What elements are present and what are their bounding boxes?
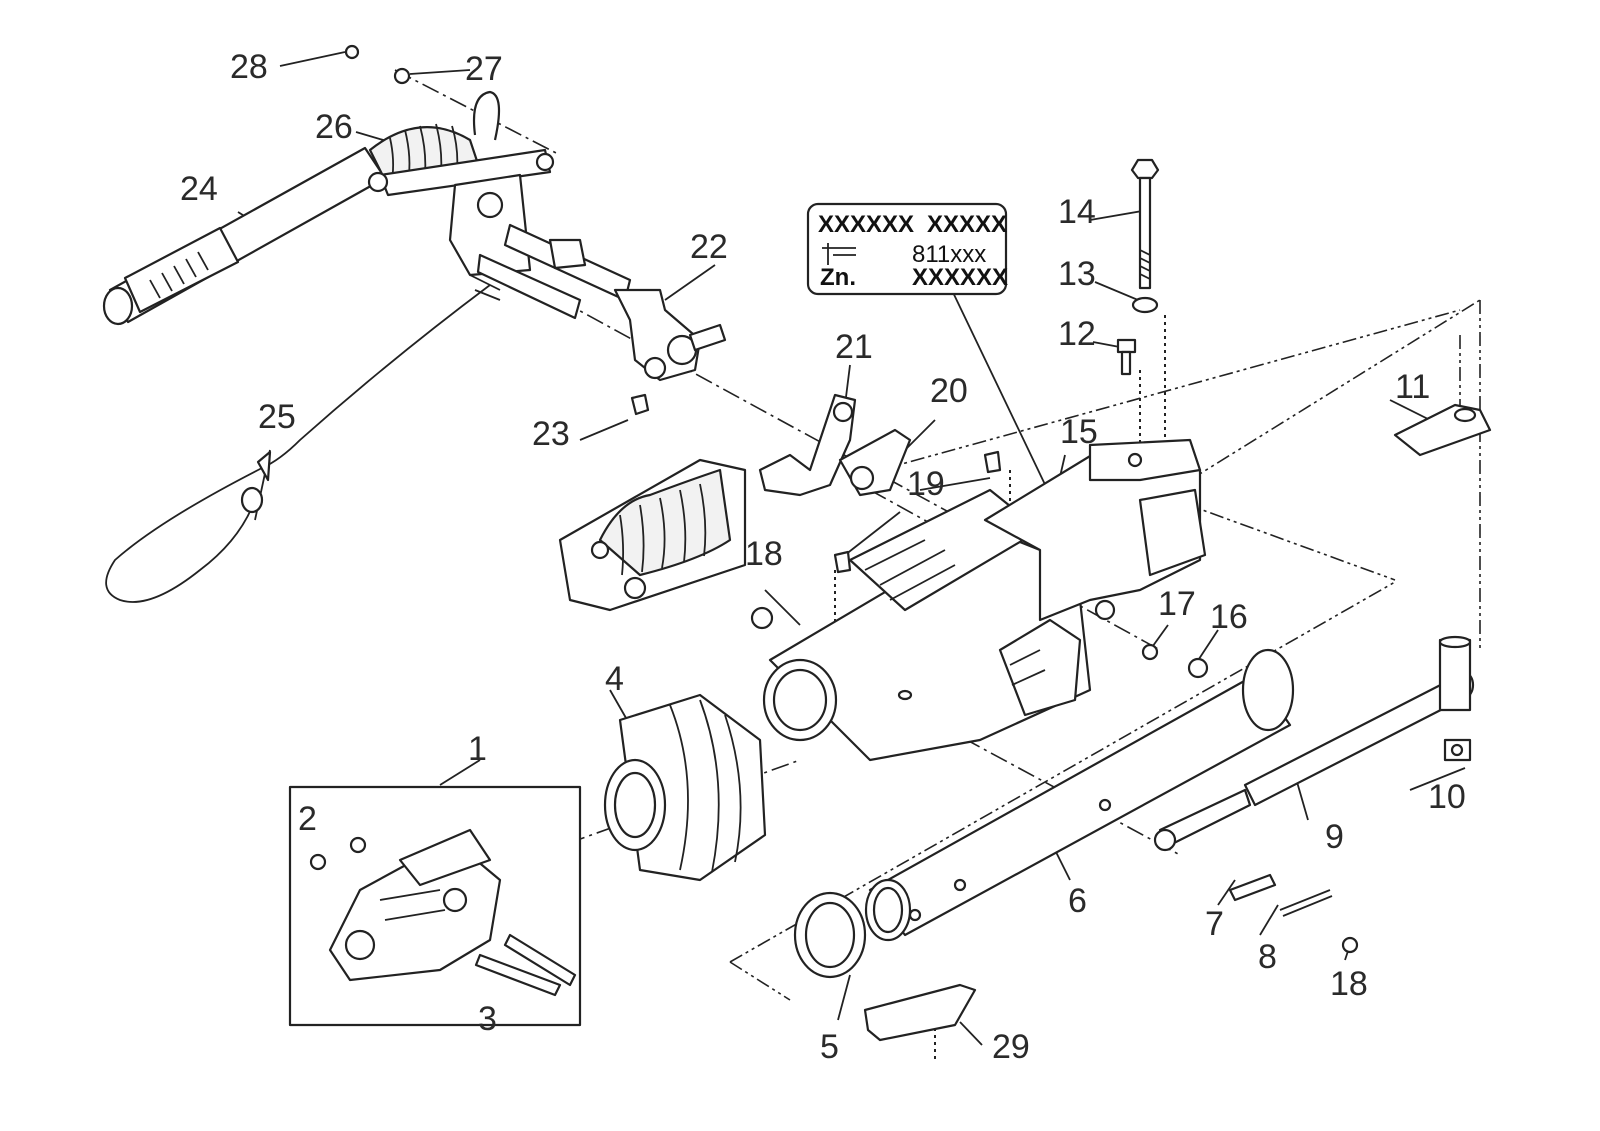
label-part-7: 7 <box>1205 905 1224 943</box>
label-part-11: 11 <box>1395 368 1430 406</box>
label-part-6: 6 <box>1068 882 1087 920</box>
coupling-housing <box>762 438 1207 762</box>
label-part-19: 19 <box>907 465 945 503</box>
label-part-5: 5 <box>820 1028 839 1066</box>
small-parts <box>344 44 1359 954</box>
label-part-17: 17 <box>1158 585 1196 623</box>
brake-rod <box>758 393 857 497</box>
draw-tube-6 <box>864 648 1295 942</box>
label-part-29: 29 <box>992 1028 1030 1066</box>
pin-and-clamp <box>1393 403 1492 762</box>
plate-row3-left: Zn. <box>820 264 856 291</box>
label-part-27: 27 <box>465 50 503 88</box>
plate-row1-left: XXXXXX <box>818 211 914 238</box>
bellows-4 <box>603 693 767 882</box>
handbrake-lever <box>102 146 387 326</box>
shim-29 <box>863 983 977 1042</box>
label-part-26: 26 <box>315 108 353 146</box>
label-part-24: 24 <box>180 170 218 208</box>
label-part-20: 20 <box>930 372 968 410</box>
label-part-23: 23 <box>532 415 570 453</box>
identification-plate: XXXXXX XXXXX 811xxx Zn. XXXXXX <box>806 202 1008 296</box>
label-part-16: 16 <box>1210 598 1248 636</box>
part-labels: 1 2 3 4 5 6 7 8 9 10 11 12 13 14 15 16 1… <box>180 48 1466 1066</box>
label-part-14: 14 <box>1058 193 1096 231</box>
plate-row2-right: 811xxx <box>912 241 986 268</box>
label-part-9: 9 <box>1325 818 1344 856</box>
label-part-21: 21 <box>835 328 873 366</box>
bushing-5 <box>793 891 867 979</box>
spring-housing <box>558 458 747 612</box>
label-part-18a: 18 <box>745 535 783 573</box>
grease-nipple-23 <box>630 393 650 416</box>
label-part-28: 28 <box>230 48 268 86</box>
plate-row3-right: XXXXXX <box>912 264 1008 291</box>
label-part-8: 8 <box>1258 938 1277 976</box>
plate-row1-right: XXXXX <box>927 211 1007 238</box>
label-part-25: 25 <box>258 398 296 436</box>
breakaway-cable <box>105 284 491 603</box>
lever-linkage <box>367 148 632 320</box>
label-part-12: 12 <box>1058 315 1096 353</box>
bracket-20 <box>838 428 912 497</box>
label-part-10: 10 <box>1428 778 1466 816</box>
label-part-1: 1 <box>468 730 487 768</box>
label-part-15: 15 <box>1060 413 1098 451</box>
coupling-head-box <box>288 785 582 1027</box>
label-part-3: 3 <box>478 1000 497 1038</box>
bolts <box>1116 158 1160 376</box>
label-part-22: 22 <box>690 228 728 266</box>
label-part-2: 2 <box>298 800 317 838</box>
brake-lever-shaft <box>613 288 727 382</box>
label-part-13: 13 <box>1058 255 1096 293</box>
label-part-18b: 18 <box>1330 965 1368 1003</box>
label-part-4: 4 <box>605 660 624 698</box>
